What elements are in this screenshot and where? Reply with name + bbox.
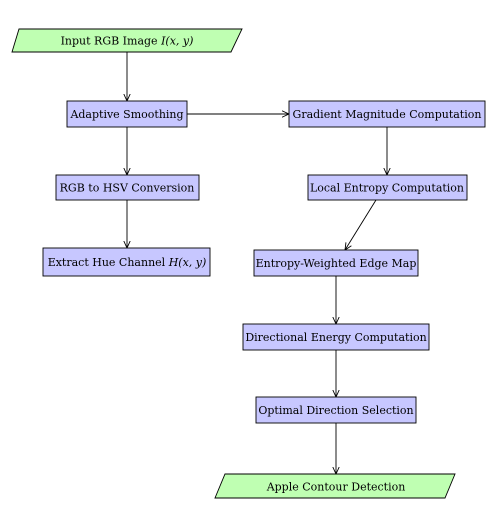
input-label: Input RGB Image I(x, y): [61, 35, 194, 48]
node-optimal-direction: Optimal Direction Selection: [255, 396, 417, 424]
node-output: Apple Contour Detection: [214, 473, 456, 499]
input-shape: [11, 28, 243, 53]
gradient-magnitude-box: [288, 100, 486, 128]
output-shape: [214, 473, 456, 499]
adaptive-smoothing-box: [66, 100, 188, 128]
node-adaptive-smoothing: Adaptive Smoothing: [66, 100, 188, 128]
edge-entropy-to-edge-map: [345, 199, 377, 250]
node-gradient-magnitude: Gradient Magnitude Computation: [288, 100, 486, 128]
gradient-magnitude-label: Gradient Magnitude Computation: [293, 108, 482, 121]
node-input: Input RGB Image I(x, y): [11, 28, 243, 53]
adaptive-smoothing-label: Adaptive Smoothing: [69, 108, 183, 121]
optimal-direction-box: [255, 396, 417, 424]
node-edge-map: Entropy-Weighted Edge Map: [253, 249, 419, 277]
extract-hue-box: [42, 247, 211, 277]
edges: [127, 52, 387, 474]
local-entropy-box: [307, 174, 468, 201]
local-entropy-label: Local Entropy Computation: [310, 182, 464, 195]
node-local-entropy: Local Entropy Computation: [307, 174, 468, 201]
rgb-to-hsv-box: [55, 174, 200, 201]
node-extract-hue: Extract Hue Channel H(x, y): [42, 247, 211, 277]
edge-map-box: [253, 249, 419, 277]
edge-map-label: Entropy-Weighted Edge Map: [256, 257, 417, 270]
extract-hue-label: Extract Hue Channel H(x, y): [48, 256, 207, 269]
node-rgb-to-hsv: RGB to HSV Conversion: [55, 174, 200, 201]
node-directional-energy: Directional Energy Computation: [242, 323, 430, 351]
rgb-to-hsv-label: RGB to HSV Conversion: [60, 182, 195, 195]
optimal-direction-label: Optimal Direction Selection: [258, 404, 413, 417]
output-label: Apple Contour Detection: [266, 481, 406, 494]
directional-energy-box: [242, 323, 430, 351]
directional-energy-label: Directional Energy Computation: [245, 331, 426, 344]
